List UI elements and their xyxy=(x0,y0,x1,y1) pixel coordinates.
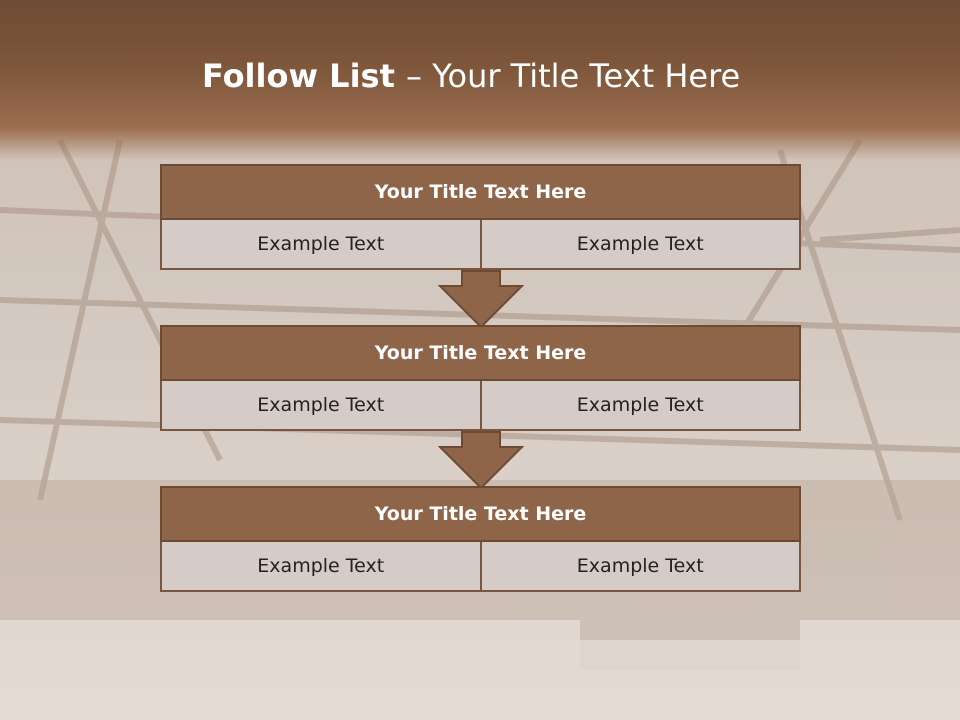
slide-title-bold: Follow List xyxy=(202,57,407,95)
step-title-3: Your Title Text Here xyxy=(160,486,801,542)
slide-title: Follow List – Your Title Text Here xyxy=(0,56,960,96)
down-arrow-icon xyxy=(438,270,524,328)
step-3-cell-left: Example Text xyxy=(257,555,385,577)
step-row-2: Example Text Example Text xyxy=(160,381,801,431)
step-block-2: Your Title Text Here Example Text Exampl… xyxy=(160,325,801,431)
step-2-cell-right: Example Text xyxy=(479,381,800,429)
step-title-2: Your Title Text Here xyxy=(160,325,801,381)
slide-title-rest: – Your Title Text Here xyxy=(406,57,741,95)
step-3-cell-right: Example Text xyxy=(479,542,800,590)
step-block-3: Your Title Text Here Example Text Exampl… xyxy=(160,486,801,592)
step-title-1: Your Title Text Here xyxy=(160,164,801,220)
step-row-3: Example Text Example Text xyxy=(160,542,801,592)
down-arrow-icon xyxy=(438,431,524,489)
step-block-1: Your Title Text Here Example Text Exampl… xyxy=(160,164,801,270)
title-band xyxy=(0,0,960,160)
step-1-cell-left: Example Text xyxy=(257,233,385,255)
step-2-cell-left: Example Text xyxy=(257,394,385,416)
step-1-cell-right: Example Text xyxy=(479,220,800,268)
step-row-1: Example Text Example Text xyxy=(160,220,801,270)
